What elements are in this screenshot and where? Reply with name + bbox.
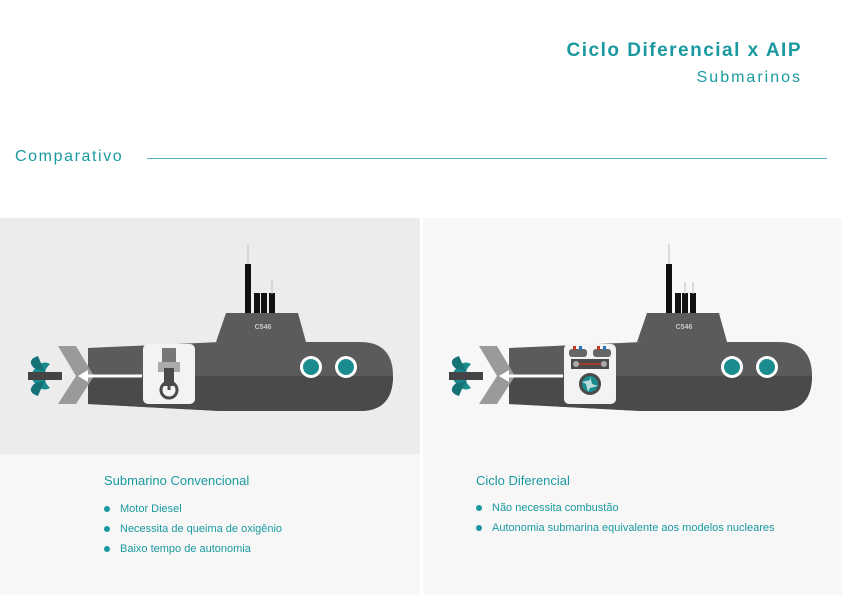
propeller-icon — [28, 356, 62, 396]
list-item: Baixo tempo de autonomia — [104, 542, 282, 562]
panel-heading: Ciclo Diferencial — [476, 473, 570, 488]
page-subtitle: Submarinos — [696, 69, 802, 86]
panel-heading: Submarino Convencional — [104, 473, 250, 488]
submarine-differential-icon: C546 — [449, 244, 812, 411]
list-item: Autonomia submarina equivalente aos mode… — [476, 521, 775, 541]
feature-list: Não necessita combustão Autonomia submar… — [476, 501, 775, 541]
list-item: Necessita de queima de oxigênio — [104, 522, 282, 542]
panel-differential: C546 — [423, 218, 842, 595]
scene-differential: C546 — [423, 218, 842, 454]
piston-engine-icon — [158, 348, 180, 400]
section-header: Comparativo — [15, 148, 827, 168]
list-item: Motor Diesel — [104, 502, 282, 522]
hull-label: C546 — [676, 324, 693, 331]
submarine-conventional-icon: C546 — [28, 244, 393, 411]
scene-conventional: C546 — [0, 218, 420, 454]
section-divider — [147, 158, 827, 159]
differential-cycle-engine-icon — [569, 346, 611, 395]
list-item: Não necessita combustão — [476, 501, 775, 521]
panel-conventional: C546 — [0, 218, 420, 595]
info-conventional: Submarino Convencional Motor Diesel Nece… — [0, 454, 420, 595]
feature-list: Motor Diesel Necessita de queima de oxig… — [104, 502, 282, 562]
page-title: Ciclo Diferencial x AIP — [566, 40, 802, 61]
section-title: Comparativo — [15, 148, 132, 166]
propeller-icon — [449, 356, 483, 396]
hull-label: C546 — [255, 324, 272, 331]
info-differential: Ciclo Diferencial Não necessita combustã… — [423, 454, 842, 595]
page-header: Ciclo Diferencial x AIP Submarinos — [567, 40, 802, 87]
